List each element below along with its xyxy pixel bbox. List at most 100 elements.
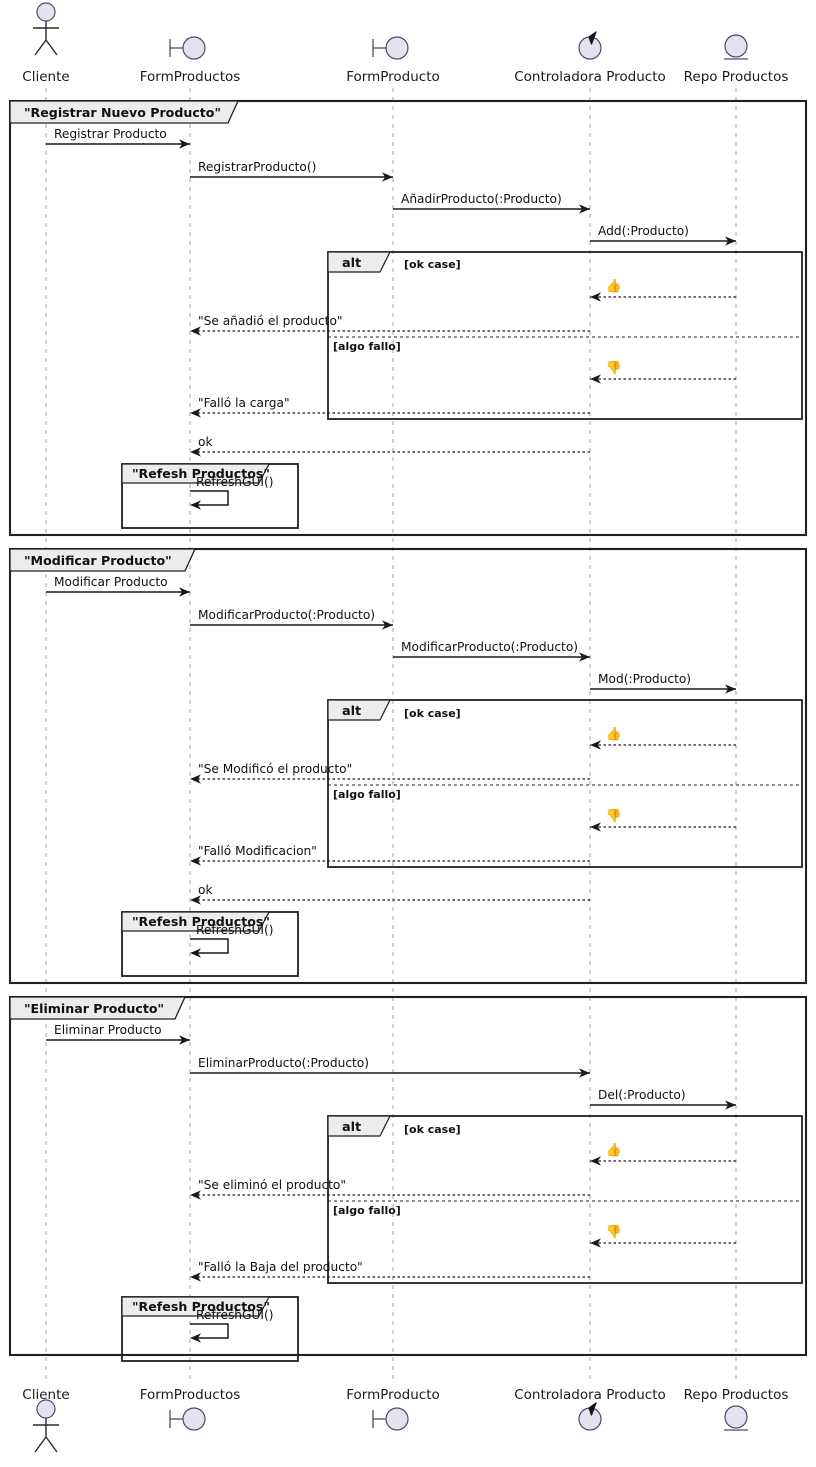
message-label-m12: EliminarProducto(:Producto): [198, 1056, 369, 1070]
alt-eliminar-tab: [327, 1115, 391, 1137]
alt-modificar: alt[ok case]👍"Se Modificó el producto"[a…: [190, 699, 803, 868]
message-m9[interactable]: Mod(:Producto): [590, 672, 736, 694]
message-label-r12: "Falló la Baja del producto": [198, 1260, 363, 1274]
alt-modificar-guard-1: [algo fallo]: [333, 788, 401, 801]
message-m7[interactable]: ModificarProducto(:Producto): [190, 608, 393, 630]
message-r1[interactable]: 👍: [590, 278, 736, 302]
message-arrowhead-r10: [190, 1190, 201, 1200]
participant-foot-repo[interactable]: Repo Productos: [684, 1387, 789, 1431]
message-label-m4: Add(:Producto): [598, 224, 689, 238]
message-arrowhead-r7: [590, 822, 601, 832]
group-eliminar-tab: [9, 996, 187, 1020]
message-arrowhead-r11: [590, 1238, 601, 1248]
message-m11[interactable]: Eliminar Producto: [46, 1023, 190, 1045]
message-m10[interactable]: ok: [190, 883, 590, 905]
self-message-s1[interactable]: RefreshGUI(): [190, 475, 274, 510]
message-r9[interactable]: 👍: [590, 1142, 736, 1166]
participant-feet: Cliente FormProductos FormProducto Controla…: [22, 1387, 789, 1453]
participant-label-formproducto-foot: FormProducto: [346, 1387, 440, 1403]
participant-label-repo: Repo Productos: [684, 69, 789, 85]
message-m4[interactable]: Add(:Producto): [590, 224, 736, 246]
message-arrowhead-m1: [179, 139, 190, 149]
participant-foot-controladora[interactable]: Controladora Producto: [514, 1387, 666, 1431]
message-label-m11: Eliminar Producto: [54, 1023, 162, 1037]
message-m1[interactable]: Registrar Producto: [46, 127, 190, 149]
boundary-circle-icon-foot: [385, 1407, 409, 1431]
message-label-m9: Mod(:Producto): [598, 672, 691, 686]
participant-label-cliente-foot: Cliente: [22, 1387, 69, 1403]
alt-modificar-label: alt: [342, 704, 361, 719]
thumbs-down-icon: 👎: [606, 808, 622, 824]
message-m5[interactable]: ok: [190, 435, 590, 457]
participant-controladora[interactable]: Controladora Producto: [514, 31, 666, 85]
participant-foot-formproductos[interactable]: FormProductos: [140, 1387, 241, 1431]
message-m8[interactable]: ModificarProducto(:Producto): [393, 640, 590, 662]
self-message-label-s2: RefreshGUI(): [196, 923, 274, 937]
message-r10[interactable]: "Se eliminó el producto": [190, 1178, 590, 1200]
self-message-label-s1: RefreshGUI(): [196, 475, 274, 489]
message-r8[interactable]: "Falló Modificacion": [190, 844, 590, 866]
message-m6[interactable]: Modificar Producto: [46, 575, 190, 597]
message-label-r10: "Se eliminó el producto": [198, 1178, 346, 1192]
self-message-path-s2: [190, 938, 229, 954]
message-arrowhead-r1: [590, 292, 601, 302]
actor-head-icon-foot: [36, 1399, 56, 1419]
boundary-circle-icon: [182, 36, 206, 60]
alt-registrar-tab: [327, 251, 391, 273]
participant-formproducto[interactable]: FormProducto: [346, 36, 440, 85]
message-m2[interactable]: RegistrarProducto(): [190, 160, 393, 182]
participant-cliente[interactable]: Cliente: [22, 2, 70, 85]
participant-formproductos[interactable]: FormProductos: [140, 36, 241, 85]
message-r11[interactable]: 👎: [590, 1224, 736, 1248]
message-label-r8: "Falló Modificacion": [198, 844, 317, 858]
message-label-m13: Del(:Producto): [598, 1088, 686, 1102]
boundary-circle-icon-foot: [182, 1407, 206, 1431]
message-r4[interactable]: "Falló la carga": [190, 396, 590, 418]
message-r6[interactable]: "Se Modificó el producto": [190, 762, 590, 784]
participant-label-repo-foot: Repo Productos: [684, 1387, 789, 1403]
message-label-r6: "Se Modificó el producto": [198, 762, 352, 776]
message-arrowhead-r9: [590, 1156, 601, 1166]
self-message-arrowhead-s3: [190, 1333, 201, 1343]
message-m13[interactable]: Del(:Producto): [590, 1088, 736, 1110]
message-arrowhead-m3: [579, 204, 590, 214]
self-message-label-s3: RefreshGUI(): [196, 1308, 274, 1322]
group-eliminar-frame: [8, 995, 808, 1357]
participant-foot-cliente[interactable]: Cliente: [22, 1387, 70, 1453]
diagram-content: "Registrar Nuevo Producto"Registrar Prod…: [8, 99, 808, 1362]
participant-label-formproductos-foot: FormProductos: [140, 1387, 241, 1403]
actor-leg-right-line-foot: [45, 1436, 58, 1453]
self-message-s2[interactable]: RefreshGUI(): [190, 923, 274, 958]
message-arrowhead-m9: [725, 684, 736, 694]
message-r2[interactable]: "Se añadió el producto": [190, 314, 590, 336]
message-arrowhead-m12: [579, 1068, 590, 1078]
message-r12[interactable]: "Falló la Baja del producto": [190, 1260, 590, 1282]
thumbs-up-icon: 👍: [606, 278, 622, 294]
self-message-s3[interactable]: RefreshGUI(): [190, 1308, 274, 1343]
group-eliminar-title: "Eliminar Producto": [24, 1001, 164, 1016]
alt-modificar-tab: [327, 699, 391, 721]
group-eliminar: "Eliminar Producto" Eliminar ProductoElim…: [8, 995, 808, 1362]
message-m3[interactable]: AñadirProducto(:Producto): [393, 192, 590, 214]
alt-registrar-frame: [327, 251, 803, 420]
subgroup-refresh-3-tab: [121, 1296, 270, 1317]
message-r5[interactable]: 👍: [590, 726, 736, 750]
participant-repo[interactable]: Repo Productos: [684, 34, 789, 85]
self-message-arrowhead-s2: [190, 948, 201, 958]
participant-foot-formproducto[interactable]: FormProducto: [346, 1387, 440, 1431]
message-arrowhead-r2: [190, 326, 201, 336]
message-r7[interactable]: 👎: [590, 808, 736, 832]
subgroup-refresh-2-title: "Refesh Productos": [132, 914, 270, 929]
message-arrowhead-m5: [190, 447, 201, 457]
message-m12[interactable]: EliminarProducto(:Producto): [190, 1056, 590, 1078]
participant-label-controladora: Controladora Producto: [514, 69, 666, 85]
message-arrowhead-m7: [382, 620, 393, 630]
subgroup-refresh-1: "Refesh Productos"RefreshGUI(): [121, 463, 299, 529]
actor-leg-left-line: [34, 39, 47, 56]
message-label-m7: ModificarProducto(:Producto): [198, 608, 375, 622]
participant-label-formproducto: FormProducto: [346, 69, 440, 85]
message-r3[interactable]: 👎: [590, 360, 736, 384]
group-modificar-frame: [8, 547, 808, 985]
